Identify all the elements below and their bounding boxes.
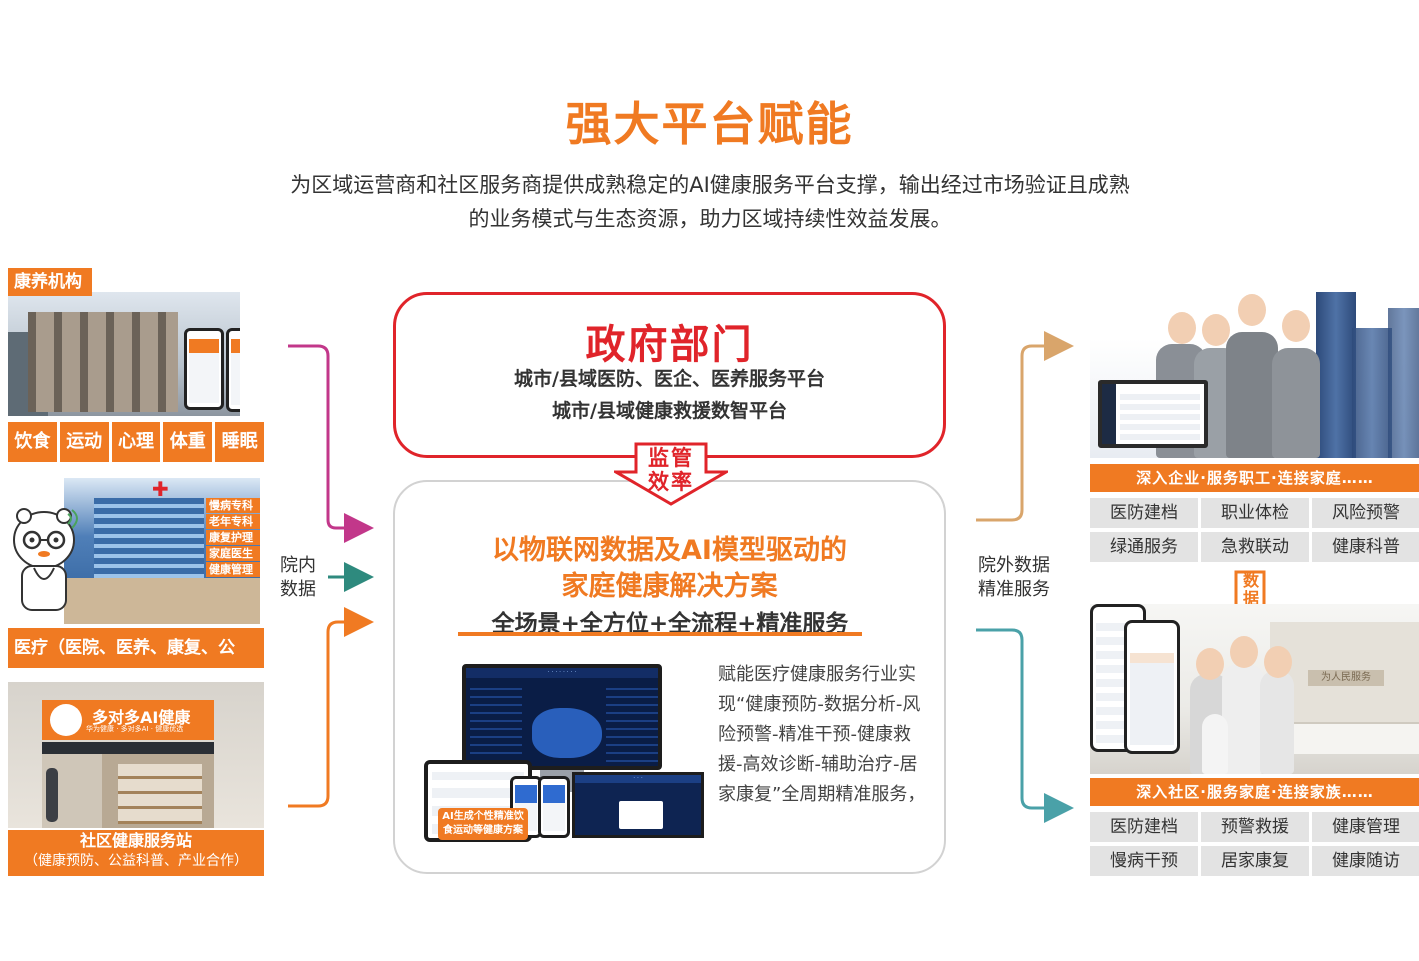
service-item: 健康科普 xyxy=(1312,532,1419,562)
community-service-grid: 医防建档 预警救援 健康管理 慢病干预 居家康复 健康随访 xyxy=(1090,812,1419,876)
store-sign: 多对多AI健康 华为健康 · 多对多AI · 健康优选 xyxy=(42,700,214,740)
medical-cross-icon: ✚ xyxy=(152,477,169,501)
service-item: 健康随访 xyxy=(1312,846,1419,876)
community-bar: 深入社区·服务家庭·连接家族…… xyxy=(1090,778,1419,806)
category-weight: 体重 xyxy=(163,422,213,462)
government-line-1: 城市/县域医防、医企、医养服务平台 xyxy=(514,368,825,390)
service-item: 职业体检 xyxy=(1201,498,1309,528)
laptop-screen xyxy=(1098,380,1208,448)
service-item: 绿通服务 xyxy=(1090,532,1198,562)
service-item: 预警救援 xyxy=(1201,812,1309,842)
elderly-care-tag: 康养机构 xyxy=(8,268,92,296)
page-title: 强大平台赋能 xyxy=(565,97,854,151)
supervision-arrow-icon xyxy=(614,442,728,506)
doctor-mascot-icon xyxy=(13,508,78,611)
dept-label: 家庭医生 xyxy=(206,546,260,561)
community-station-bar: 社区健康服务站 （健康预防、公益科普、产业合作） xyxy=(8,830,264,876)
out-hospital-data-label: 院外数据 精准服务 xyxy=(978,555,1050,600)
service-item: 急救联动 xyxy=(1201,532,1309,562)
enterprise-bar: 深入企业·服务职工·连接家庭…… xyxy=(1090,464,1419,492)
dept-label: 健康管理 xyxy=(206,562,260,577)
enterprise-team-photo xyxy=(1090,288,1419,458)
mascot-face-icon xyxy=(50,704,82,736)
enterprise-service-grid: 医防建档 职业体检 风险预警 绿通服务 急救联动 健康科普 xyxy=(1090,498,1419,562)
ai-plan-badge: AI生成个性精准饮 食运动等健康方案 xyxy=(438,808,528,840)
dashboard-monitor-screen: · · · · · · · · xyxy=(462,664,662,770)
page-subtitle: 为区域运营商和社区服务商提供成熟稳定的AI健康服务平台支撑，输出经过市场验证且成… xyxy=(290,173,1130,231)
arrow-elderly-care xyxy=(288,344,374,543)
phone-screen xyxy=(1124,620,1180,754)
arrow-community xyxy=(288,607,374,808)
command-center-screen: · · · xyxy=(572,772,704,838)
government-panel xyxy=(393,292,946,458)
service-item: 医防建档 xyxy=(1090,812,1198,842)
service-item: 风险预警 xyxy=(1312,498,1419,528)
hospital-department-labels: 慢病专科 老年专科 康复护理 家庭医生 健康管理 xyxy=(206,498,260,578)
government-title: 政府部门 xyxy=(585,322,754,368)
service-item: 居家康复 xyxy=(1201,846,1309,876)
service-item: 医防建档 xyxy=(1090,498,1198,528)
community-station-photo: 多对多AI健康 华为健康 · 多对多AI · 健康优选 xyxy=(8,682,264,828)
category-exercise: 运动 xyxy=(59,422,109,462)
dept-label: 康复护理 xyxy=(206,530,260,545)
phone-screen xyxy=(538,776,570,838)
service-item: 健康管理 xyxy=(1312,812,1419,842)
solution-title-line-2: 家庭健康解决方案 xyxy=(561,571,778,602)
arrow-to-enterprise xyxy=(976,331,1074,522)
dept-label: 慢病专科 xyxy=(206,498,260,513)
category-sleep: 睡眠 xyxy=(215,422,264,462)
community-family-photo: 为人民服务 xyxy=(1090,604,1419,774)
government-line-2: 城市/县域健康救援数智平台 xyxy=(552,400,787,422)
service-item: 慢病干预 xyxy=(1090,846,1198,876)
dept-label: 老年专科 xyxy=(206,514,260,529)
china-map-icon xyxy=(532,708,602,758)
solution-description: 赋能医疗健康服务行业实现“健康预防-数据分析-风险预警-精准干预-健康救援-高效… xyxy=(718,664,926,805)
care-category-row: 饮食 运动 心理 体重 睡眠 xyxy=(8,422,264,462)
solution-title-line-1: 以物联网数据及AI模型驱动的 xyxy=(492,535,847,566)
solution-underline xyxy=(458,632,862,636)
category-psychology: 心理 xyxy=(111,422,161,462)
service-plaque: 为人民服务 xyxy=(1308,670,1384,686)
supervision-efficiency-label: 监管 效率 xyxy=(648,446,694,494)
category-diet: 饮食 xyxy=(8,422,57,462)
elderly-care-building-photo xyxy=(8,292,240,416)
data-arrow-label: 数据 xyxy=(1242,571,1259,608)
in-hospital-data-label: 院内 数据 xyxy=(280,555,316,600)
phone-screen xyxy=(1090,604,1146,752)
arrow-to-community xyxy=(976,628,1074,823)
